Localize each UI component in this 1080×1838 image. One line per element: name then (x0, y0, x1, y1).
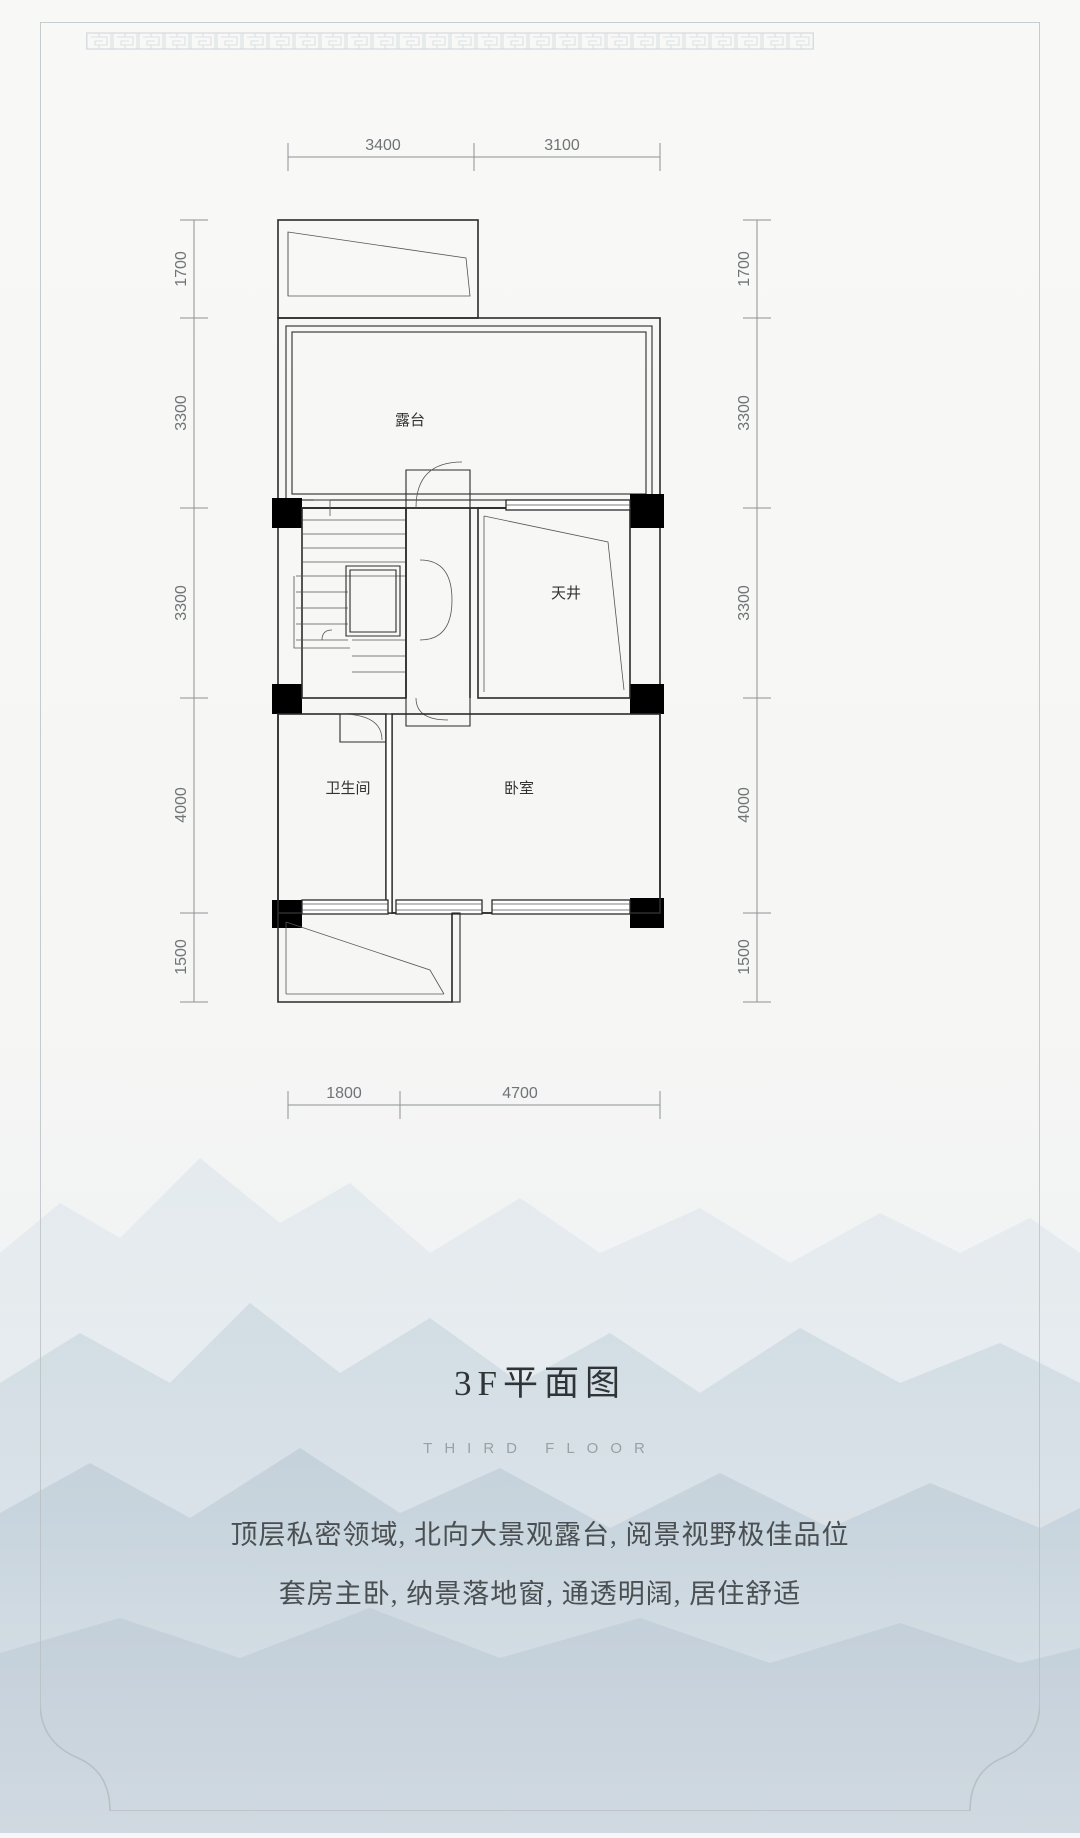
dimension-right-2: 3300 (736, 585, 753, 621)
staircase (293, 507, 407, 699)
dimension-right-1: 3300 (736, 395, 753, 431)
dimension-bottom-0: 1800 (326, 1085, 362, 1102)
dimension-left-4: 1500 (173, 939, 190, 975)
bedroom-room (391, 713, 661, 914)
terrace-enclosure (277, 317, 661, 509)
main-outline (277, 507, 661, 914)
dimension-top-0: 3400 (365, 137, 401, 154)
dimension-left-0: 1700 (173, 251, 190, 287)
dimension-left-2: 3300 (173, 585, 190, 621)
room-label-bedroom: 卧室 (504, 780, 534, 797)
dimension-bottom-1: 4700 (502, 1085, 538, 1102)
description-line-2: 套房主卧, 纳景落地窗, 通透明阔, 居住舒适 (278, 1579, 802, 1609)
dimension-chain-top: 3400 3100 (287, 137, 661, 171)
dimension-right-4: 1500 (736, 939, 753, 975)
partition-wall (385, 713, 393, 914)
caption-block: 3F平面图 THIRD FLOOR 顶层私密领域, 北向大景观露台, 阅景视野极… (0, 1355, 1080, 1611)
room-label-lightwell: 天井 (551, 585, 581, 602)
lightwell-room (477, 507, 631, 699)
roof-canopy-south (277, 912, 461, 1003)
dimension-left-1: 3300 (173, 395, 190, 431)
dimension-top-1: 3100 (544, 137, 580, 154)
page-title: 3F平面图 (454, 1364, 626, 1403)
dimension-chain-right: 1700 3300 3300 4000 1500 (736, 219, 771, 1003)
dimension-right-0: 1700 (736, 251, 753, 287)
room-label-bathroom: 卫生间 (325, 780, 370, 797)
room-label-terrace: 露台 (395, 412, 425, 429)
page-subtitle: THIRD FLOOR (423, 1440, 657, 1457)
window-lightwell-top (505, 499, 631, 511)
dimension-right-3: 4000 (736, 787, 753, 823)
hall-doors (314, 461, 471, 727)
dimension-chain-left: 1700 3300 3300 4000 1500 (173, 219, 208, 1003)
dimension-left-3: 4000 (173, 787, 190, 823)
window-band-south (301, 899, 631, 915)
roof-canopy-north (277, 219, 479, 319)
dimension-chain-bottom: 1800 4700 (287, 1085, 661, 1119)
description-line-1: 顶层私密领域, 北向大景观露台, 阅景视野极佳品位 (230, 1520, 850, 1550)
bathroom-room (277, 713, 387, 914)
structural-columns (272, 494, 664, 928)
